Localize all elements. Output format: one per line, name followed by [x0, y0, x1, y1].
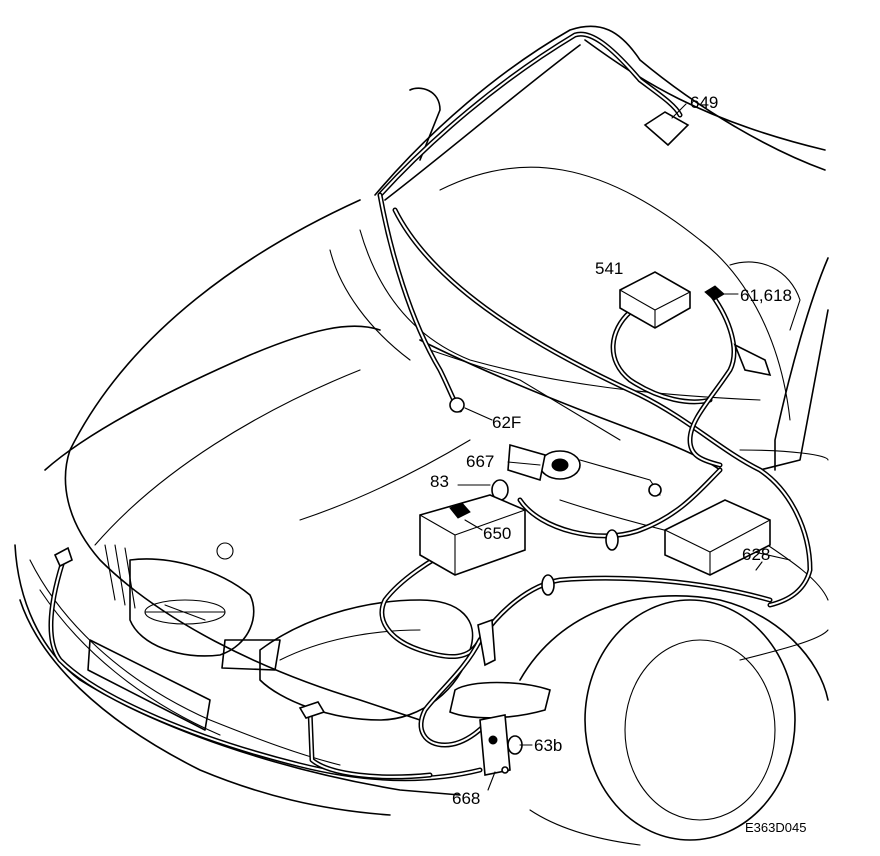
headlamp-connector: [298, 701, 326, 719]
bumper-upper: [14, 544, 461, 796]
door-edge: [759, 309, 829, 471]
windshield-lower: [359, 229, 761, 401]
fender-body-2: [529, 809, 641, 846]
wiring-harness: [48, 31, 813, 782]
bumper-strip: [29, 559, 341, 766]
plate-area: [87, 639, 211, 731]
leader-668: [487, 771, 496, 791]
bumper-connector: [53, 546, 73, 568]
callout-541: 541: [595, 259, 623, 278]
callout-63b: 63b: [534, 736, 562, 755]
component-63b: [449, 618, 551, 755]
front-wheel-rim: [624, 639, 776, 821]
leader-62F: [464, 407, 493, 421]
component-650: [419, 494, 526, 576]
engine-bay-left: [299, 439, 471, 521]
component-61-618: [704, 285, 725, 301]
headlamp-inner: [279, 629, 421, 661]
component-62F: [449, 397, 465, 413]
wiper-arm: [429, 349, 621, 441]
grille: [104, 544, 255, 657]
a-pillar-right: [774, 257, 829, 471]
car-body: [14, 25, 829, 846]
callout-83: 83: [430, 472, 449, 491]
component-628: [664, 499, 771, 576]
callout-668: 668: [452, 789, 480, 808]
bumper-lower: [19, 599, 391, 816]
callout-650: 650: [483, 524, 511, 543]
washer-nozzle-hood: [216, 542, 234, 560]
callouts: 649 541 61,618 62F 667 83 650 628 63b 66…: [430, 93, 806, 835]
components: [53, 111, 772, 776]
mirror: [729, 261, 801, 331]
door-lower: [739, 629, 829, 661]
hood-crease: [94, 369, 361, 546]
leader-650: [464, 519, 483, 531]
windshield-frame: [384, 44, 581, 201]
leader-628: [755, 561, 763, 571]
windshield-glass: [439, 166, 791, 421]
component-541: [619, 271, 691, 329]
figure-code: E363D045: [745, 820, 806, 835]
a-pillar-left: [409, 87, 441, 161]
roof-edge-inner: [584, 39, 826, 151]
component-649: [643, 111, 690, 147]
fender-right: [739, 449, 829, 461]
leader-lines: [457, 103, 763, 791]
fender-arch: [519, 595, 829, 701]
component-668: [479, 714, 511, 776]
hood-rear-edge: [329, 249, 411, 361]
grommet-2: [541, 574, 555, 596]
front-wheel: [584, 599, 796, 841]
grille-bar: [221, 639, 281, 671]
roof-edge: [374, 25, 826, 196]
harness-bumper: [48, 552, 483, 782]
callout-649: 649: [690, 93, 718, 112]
callout-628: 628: [742, 545, 770, 564]
leader-649: [671, 103, 687, 119]
callout-61-618: 61,618: [740, 286, 792, 305]
grommet-1: [605, 529, 619, 551]
harness-roof: [377, 31, 683, 198]
callout-667: 667: [466, 452, 494, 471]
hood-front: [44, 325, 381, 471]
leader-667: [507, 461, 541, 466]
callout-62F: 62F: [492, 413, 521, 432]
hood-outline: [64, 199, 421, 721]
relay-near-pillar: [733, 343, 772, 377]
bumper-strip-2: [39, 589, 221, 736]
component-667: [507, 443, 662, 497]
harness-a-pillar: [377, 192, 463, 413]
